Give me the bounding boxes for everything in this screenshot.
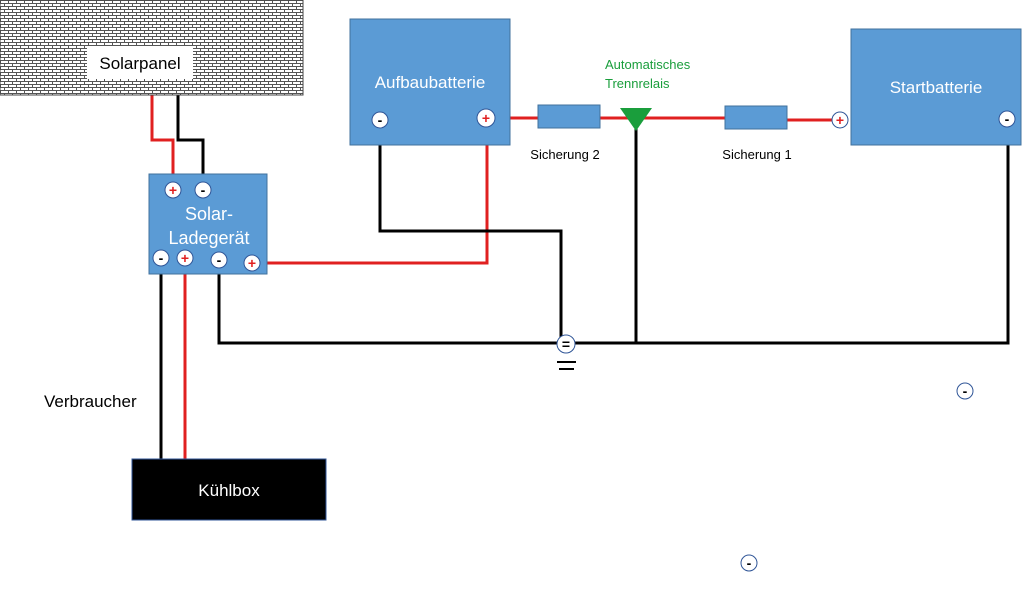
fuse-2-label: Sicherung 2 <box>530 147 599 162</box>
svg-text:+: + <box>836 112 844 128</box>
svg-text:-: - <box>217 252 222 268</box>
terminal-charger-load-positive: + <box>176 249 194 267</box>
cooler-box-label: Kühlbox <box>198 481 260 500</box>
solarpanel: Solarpanel <box>0 0 304 96</box>
ground-icon <box>557 361 576 370</box>
wire-house-battery-negative <box>378 120 563 343</box>
cooler-box-body <box>131 458 327 521</box>
relay-label-line2: Trennrelais <box>605 76 670 91</box>
terminals: + - - + - + - + <box>152 108 1016 572</box>
load-label: Verbraucher <box>44 392 137 411</box>
fuse-1: Sicherung 1 <box>722 105 792 162</box>
fuse-2: Sicherung 2 <box>530 104 601 162</box>
cooler-box: Kühlbox <box>131 458 327 521</box>
start-battery-box <box>850 28 1022 146</box>
svg-text:+: + <box>482 110 490 126</box>
terminal-stray-negative-2: - <box>740 554 758 572</box>
svg-text:+: + <box>248 255 256 271</box>
svg-text:+: + <box>181 250 189 266</box>
wire-solar-positive <box>150 95 175 190</box>
ground-node: = <box>556 334 576 354</box>
terminal-charger-solar-negative: - <box>194 181 212 199</box>
isolation-relay: Automatisches Trennrelais <box>605 57 691 131</box>
solar-charger-label-line2: Ladegerät <box>168 228 249 248</box>
fuse-1-label: Sicherung 1 <box>722 147 791 162</box>
terminal-start-battery-positive: + <box>831 111 849 129</box>
solarpanel-label-box <box>87 46 193 79</box>
svg-text:-: - <box>378 112 383 128</box>
terminal-charger-battery-negative: - <box>210 251 228 269</box>
wire-charger-to-house-battery-positive <box>252 118 489 265</box>
terminal-charger-battery-positive: + <box>243 254 261 272</box>
terminal-start-battery-negative: - <box>998 110 1016 128</box>
svg-text:-: - <box>747 555 752 571</box>
wire-charger-negative-ground <box>217 262 557 345</box>
relay-triangle-icon <box>620 108 652 131</box>
start-battery-label: Startbatterie <box>890 78 983 97</box>
svg-text:-: - <box>159 250 164 266</box>
terminal-charger-load-negative: - <box>152 249 170 267</box>
svg-text:+: + <box>169 182 177 198</box>
wires <box>150 95 1010 460</box>
wire-ground-to-start-battery <box>575 120 1010 345</box>
svg-text:-: - <box>1005 111 1010 127</box>
svg-text:-: - <box>963 383 968 399</box>
terminal-house-battery-negative: - <box>371 111 389 129</box>
terminal-stray-negative-1: - <box>956 382 974 400</box>
relay-label-line1: Automatisches <box>605 57 691 72</box>
wire-solar-negative <box>176 95 205 190</box>
solar-charger-label-line1: Solar- <box>185 204 233 224</box>
ground-node-symbol: = <box>562 336 570 352</box>
solarpanel-label: Solarpanel <box>99 54 180 73</box>
fuse-1-body <box>724 105 788 130</box>
house-battery-label: Aufbaubatterie <box>375 73 486 92</box>
terminal-house-battery-positive: + <box>476 108 496 128</box>
fuse-2-body <box>537 104 601 129</box>
terminal-charger-solar-positive: + <box>164 181 182 199</box>
svg-text:-: - <box>201 182 206 198</box>
start-battery: Startbatterie <box>850 28 1022 146</box>
